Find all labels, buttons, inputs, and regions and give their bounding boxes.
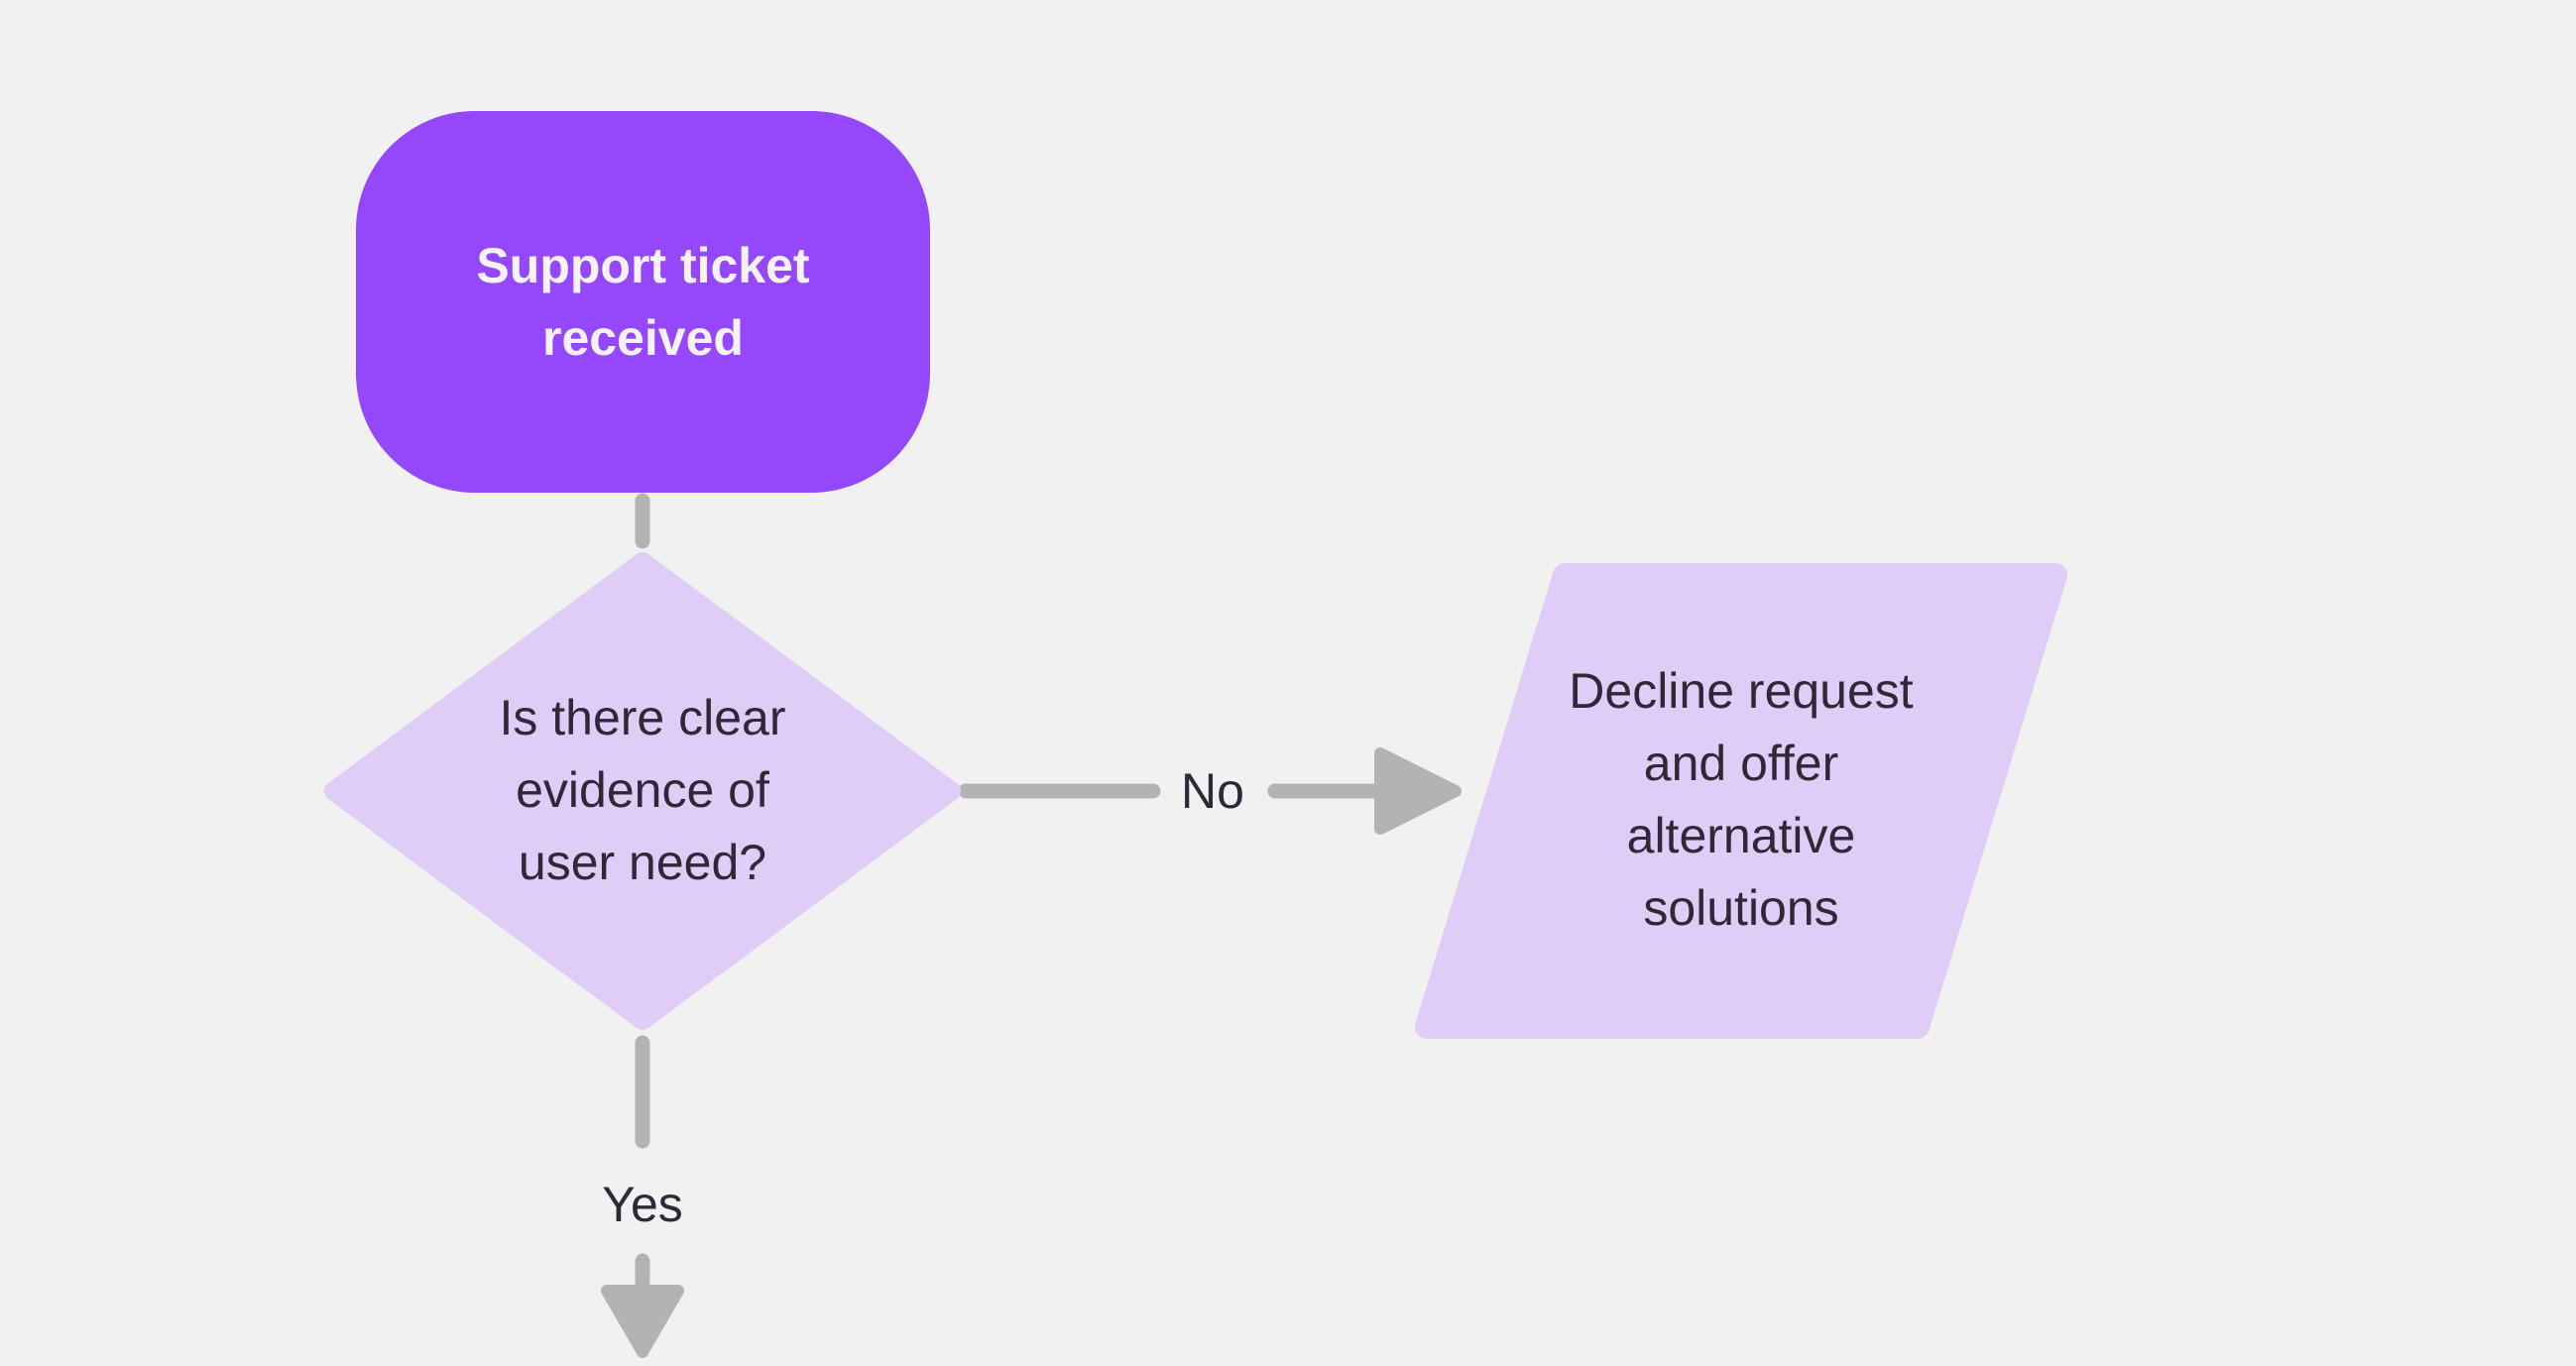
decision-label-line: Is there clear bbox=[499, 690, 786, 745]
start-node-label-line: received bbox=[542, 309, 744, 366]
decision-label-line: user need? bbox=[518, 835, 767, 890]
decline-label-line: and offer bbox=[1643, 736, 1839, 791]
start-node-label-line: Support ticket bbox=[476, 237, 810, 293]
decision-label-line: evidence of bbox=[516, 762, 769, 818]
decline-parallelogram-shape[interactable] bbox=[1415, 563, 2067, 1039]
decision-node-label: Is there clear evidence of user need? bbox=[395, 682, 890, 899]
no-arrowhead bbox=[1374, 747, 1462, 835]
edge-label-no: No bbox=[1181, 763, 1244, 819]
decline-node-label: Decline request and offer alternative so… bbox=[1483, 655, 1999, 945]
edge-label-yes: Yes bbox=[602, 1177, 683, 1232]
decline-label-line: alternative bbox=[1626, 808, 1856, 863]
start-node[interactable]: Support ticket received bbox=[356, 111, 930, 493]
decline-label-line: solutions bbox=[1643, 880, 1839, 936]
decline-label-line: Decline request bbox=[1569, 663, 1914, 719]
yes-arrowhead bbox=[601, 1285, 684, 1358]
decision-diamond-shape[interactable] bbox=[324, 552, 961, 1030]
start-node-label: Support ticket received bbox=[476, 230, 809, 375]
